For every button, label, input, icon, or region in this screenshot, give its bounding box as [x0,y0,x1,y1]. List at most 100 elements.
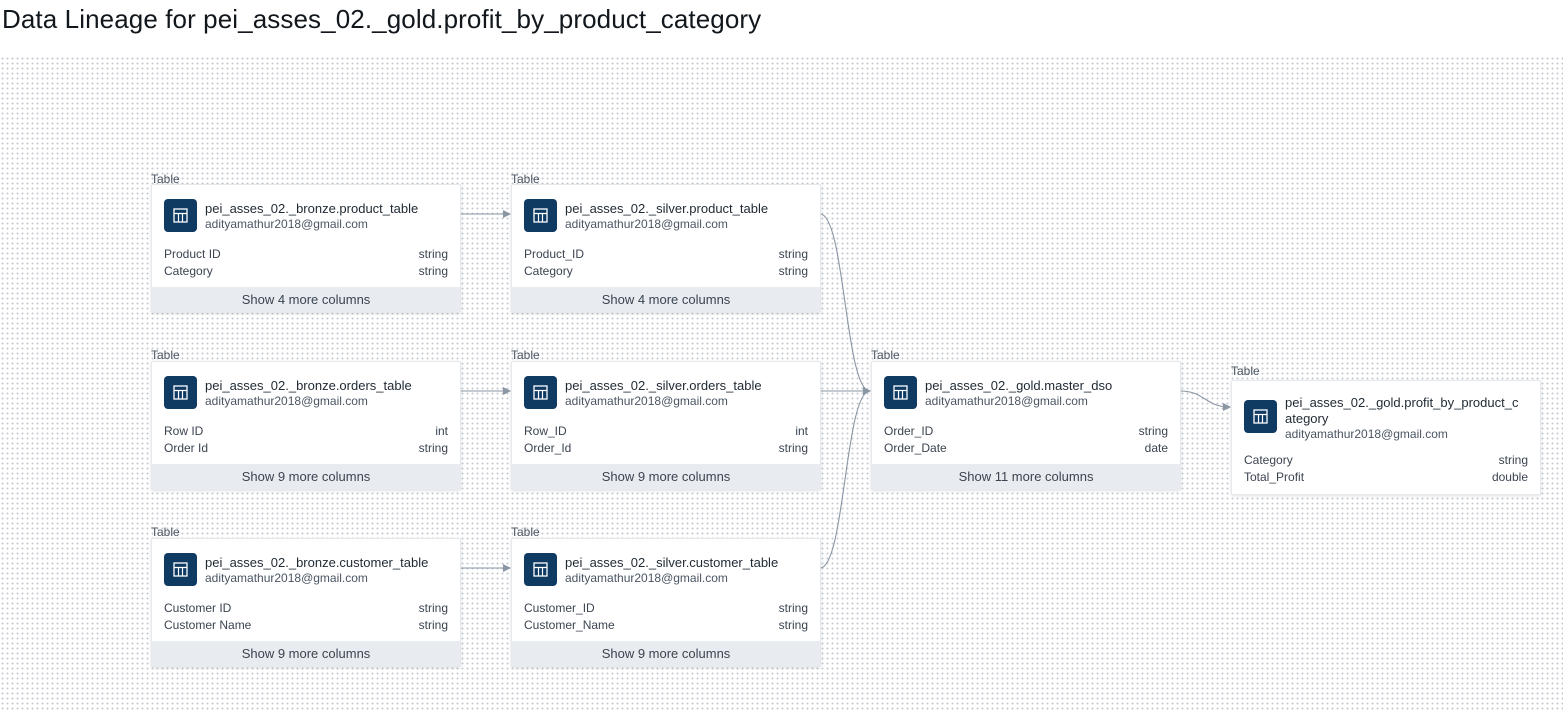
column-name: Customer ID [164,601,232,615]
node-kind-label: Table [151,348,180,362]
table-card[interactable]: pei_asses_02._silver.customer_table adit… [511,538,821,667]
show-more-columns-button[interactable]: Show 4 more columns [512,287,820,312]
table-name[interactable]: pei_asses_02._bronze.product_table [205,201,419,216]
column-name: Row_ID [524,424,567,438]
table-owner: adityamathur2018@gmail.com [565,571,728,585]
page-title: Data Lineage for pei_asses_02._gold.prof… [2,4,762,34]
column-type: string [778,618,808,632]
show-more-columns-button[interactable]: Show 9 more columns [512,464,820,489]
show-more-columns-button[interactable]: Show 11 more columns [872,464,1180,489]
column-row: Row ID int [152,424,460,441]
table-name[interactable]: pei_asses_02._silver.orders_table [565,378,762,393]
table-owner: adityamathur2018@gmail.com [1285,427,1448,441]
column-name: Order_Date [884,441,947,455]
table-card-header[interactable]: pei_asses_02._gold.master_dso adityamath… [872,362,1180,424]
column-row: Order Id string [152,441,460,458]
column-list: Category string Total_Profit double [1232,453,1540,494]
table-card[interactable]: pei_asses_02._gold.master_dso adityamath… [871,361,1181,490]
column-name: Product_ID [524,247,585,261]
column-type: string [418,441,448,455]
table-card[interactable]: pei_asses_02._bronze.orders_table aditya… [151,361,461,490]
column-type: string [1498,453,1528,467]
table-card-header[interactable]: pei_asses_02._silver.orders_table aditya… [512,362,820,424]
table-name[interactable]: pei_asses_02._gold.profit_by_product_cat… [1285,395,1519,426]
table-card[interactable]: pei_asses_02._bronze.product_table adity… [151,184,461,313]
column-name: Customer_Name [524,618,615,632]
table-card[interactable]: pei_asses_02._bronze.customer_table adit… [151,538,461,667]
node-kind-label: Table [1231,364,1260,378]
column-name: Category [1244,453,1293,467]
column-list: Order_ID string Order_Date date [872,424,1180,458]
column-type: string [418,247,448,261]
column-name: Total_Profit [1244,470,1305,484]
table-icon [164,376,197,409]
column-row: Customer_Name string [512,618,820,635]
column-name: Order Id [164,441,209,455]
table-owner: adityamathur2018@gmail.com [205,394,368,408]
column-list: Product ID string Category string [152,247,460,281]
table-icon [164,199,197,232]
table-name[interactable]: pei_asses_02._gold.master_dso [925,378,1113,393]
column-name: Row ID [164,424,204,438]
table-name[interactable]: pei_asses_02._bronze.customer_table [205,555,429,570]
table-card-header[interactable]: pei_asses_02._silver.customer_table adit… [512,539,820,601]
node-kind-label: Table [511,525,540,539]
column-type: string [778,264,808,278]
column-row: Order_Date date [872,441,1180,458]
node-kind-label: Table [511,172,540,186]
column-type: date [1144,441,1168,455]
show-more-columns-button[interactable]: Show 9 more columns [512,641,820,666]
column-list: Row ID int Order Id string [152,424,460,458]
node-kind-label: Table [151,172,180,186]
column-row: Order_ID string [872,424,1180,441]
table-card[interactable]: pei_asses_02._silver.product_table adity… [511,184,821,313]
column-type: string [418,264,448,278]
column-type: string [418,601,448,615]
column-name: Customer_ID [524,601,595,615]
table-icon [164,553,197,586]
table-card-header[interactable]: pei_asses_02._bronze.orders_table aditya… [152,362,460,424]
column-name: Product ID [164,247,221,261]
column-row: Product_ID string [512,247,820,264]
table-card-header[interactable]: pei_asses_02._bronze.product_table adity… [152,185,460,247]
table-card[interactable]: pei_asses_02._gold.profit_by_product_cat… [1231,380,1541,495]
column-type: double [1491,470,1528,484]
table-name[interactable]: pei_asses_02._silver.product_table [565,201,769,216]
column-name: Order_Id [524,441,572,455]
column-row: Category string [1232,453,1540,470]
table-name[interactable]: pei_asses_02._silver.customer_table [565,555,779,570]
table-card-header[interactable]: pei_asses_02._silver.product_table adity… [512,185,820,247]
table-icon [524,553,557,586]
table-name[interactable]: pei_asses_02._bronze.orders_table [205,378,412,393]
node-kind-label: Table [871,348,900,362]
table-owner: adityamathur2018@gmail.com [565,217,728,231]
column-row: Customer ID string [152,601,460,618]
show-more-columns-button[interactable]: Show 9 more columns [152,464,460,489]
table-card[interactable]: pei_asses_02._silver.orders_table aditya… [511,361,821,490]
column-name: Category [164,264,213,278]
table-icon [884,376,917,409]
show-more-columns-button[interactable]: Show 9 more columns [152,641,460,666]
node-kind-label: Table [511,348,540,362]
show-more-columns-button[interactable]: Show 4 more columns [152,287,460,312]
table-card-header[interactable]: pei_asses_02._gold.profit_by_product_cat… [1232,381,1540,453]
column-row: Order_Id string [512,441,820,458]
table-owner: adityamathur2018@gmail.com [205,571,368,585]
column-type: string [778,247,808,261]
column-name: Order_ID [884,424,934,438]
column-type: string [778,441,808,455]
column-row: Total_Profit double [1232,470,1540,487]
column-name: Customer Name [164,618,252,632]
column-type: string [1138,424,1168,438]
table-owner: adityamathur2018@gmail.com [205,217,368,231]
table-card-header[interactable]: pei_asses_02._bronze.customer_table adit… [152,539,460,601]
column-type: int [435,424,448,438]
